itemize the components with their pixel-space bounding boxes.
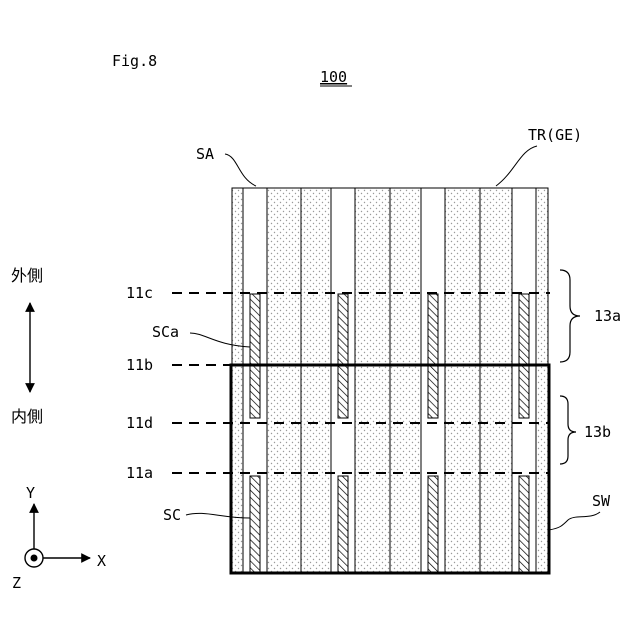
label-outer: 外側 — [11, 266, 43, 285]
label-sa: SA — [196, 145, 214, 163]
leader-sw — [549, 512, 600, 530]
contact-sc — [338, 476, 348, 573]
label-sca: SCa — [152, 323, 179, 341]
contact-sc — [519, 476, 529, 573]
label-11d: 11d — [126, 414, 153, 432]
contact-sca — [338, 294, 348, 418]
axis-label-z: Z — [12, 574, 21, 592]
leader-sa — [225, 154, 256, 186]
axis-label-x: X — [97, 552, 106, 570]
contact-sc — [428, 476, 438, 573]
axis-label-y: Y — [26, 484, 35, 502]
label-sc: SC — [163, 506, 181, 524]
figure-caption: Fig.8 — [112, 52, 157, 70]
reference-numeral: 100 — [320, 68, 347, 86]
z-axis-dot — [31, 555, 38, 562]
label-13b: 13b — [584, 423, 611, 441]
contact-sca — [428, 294, 438, 418]
label-11b: 11b — [126, 356, 153, 374]
label-13a: 13a — [594, 307, 621, 325]
brace-13b — [560, 396, 576, 464]
label-11a: 11a — [126, 464, 153, 482]
label-inner: 内側 — [11, 407, 43, 426]
contact-sc — [250, 476, 260, 573]
brace-13a — [560, 270, 580, 362]
label-11c: 11c — [126, 284, 153, 302]
axis-indicator: Y X Z — [12, 484, 106, 592]
leader-tr — [496, 146, 537, 186]
label-tr: TR(GE) — [528, 126, 582, 144]
contact-sca — [519, 294, 529, 418]
device-panel — [231, 188, 549, 573]
contact-sca — [250, 294, 260, 418]
label-sw: SW — [592, 492, 611, 510]
